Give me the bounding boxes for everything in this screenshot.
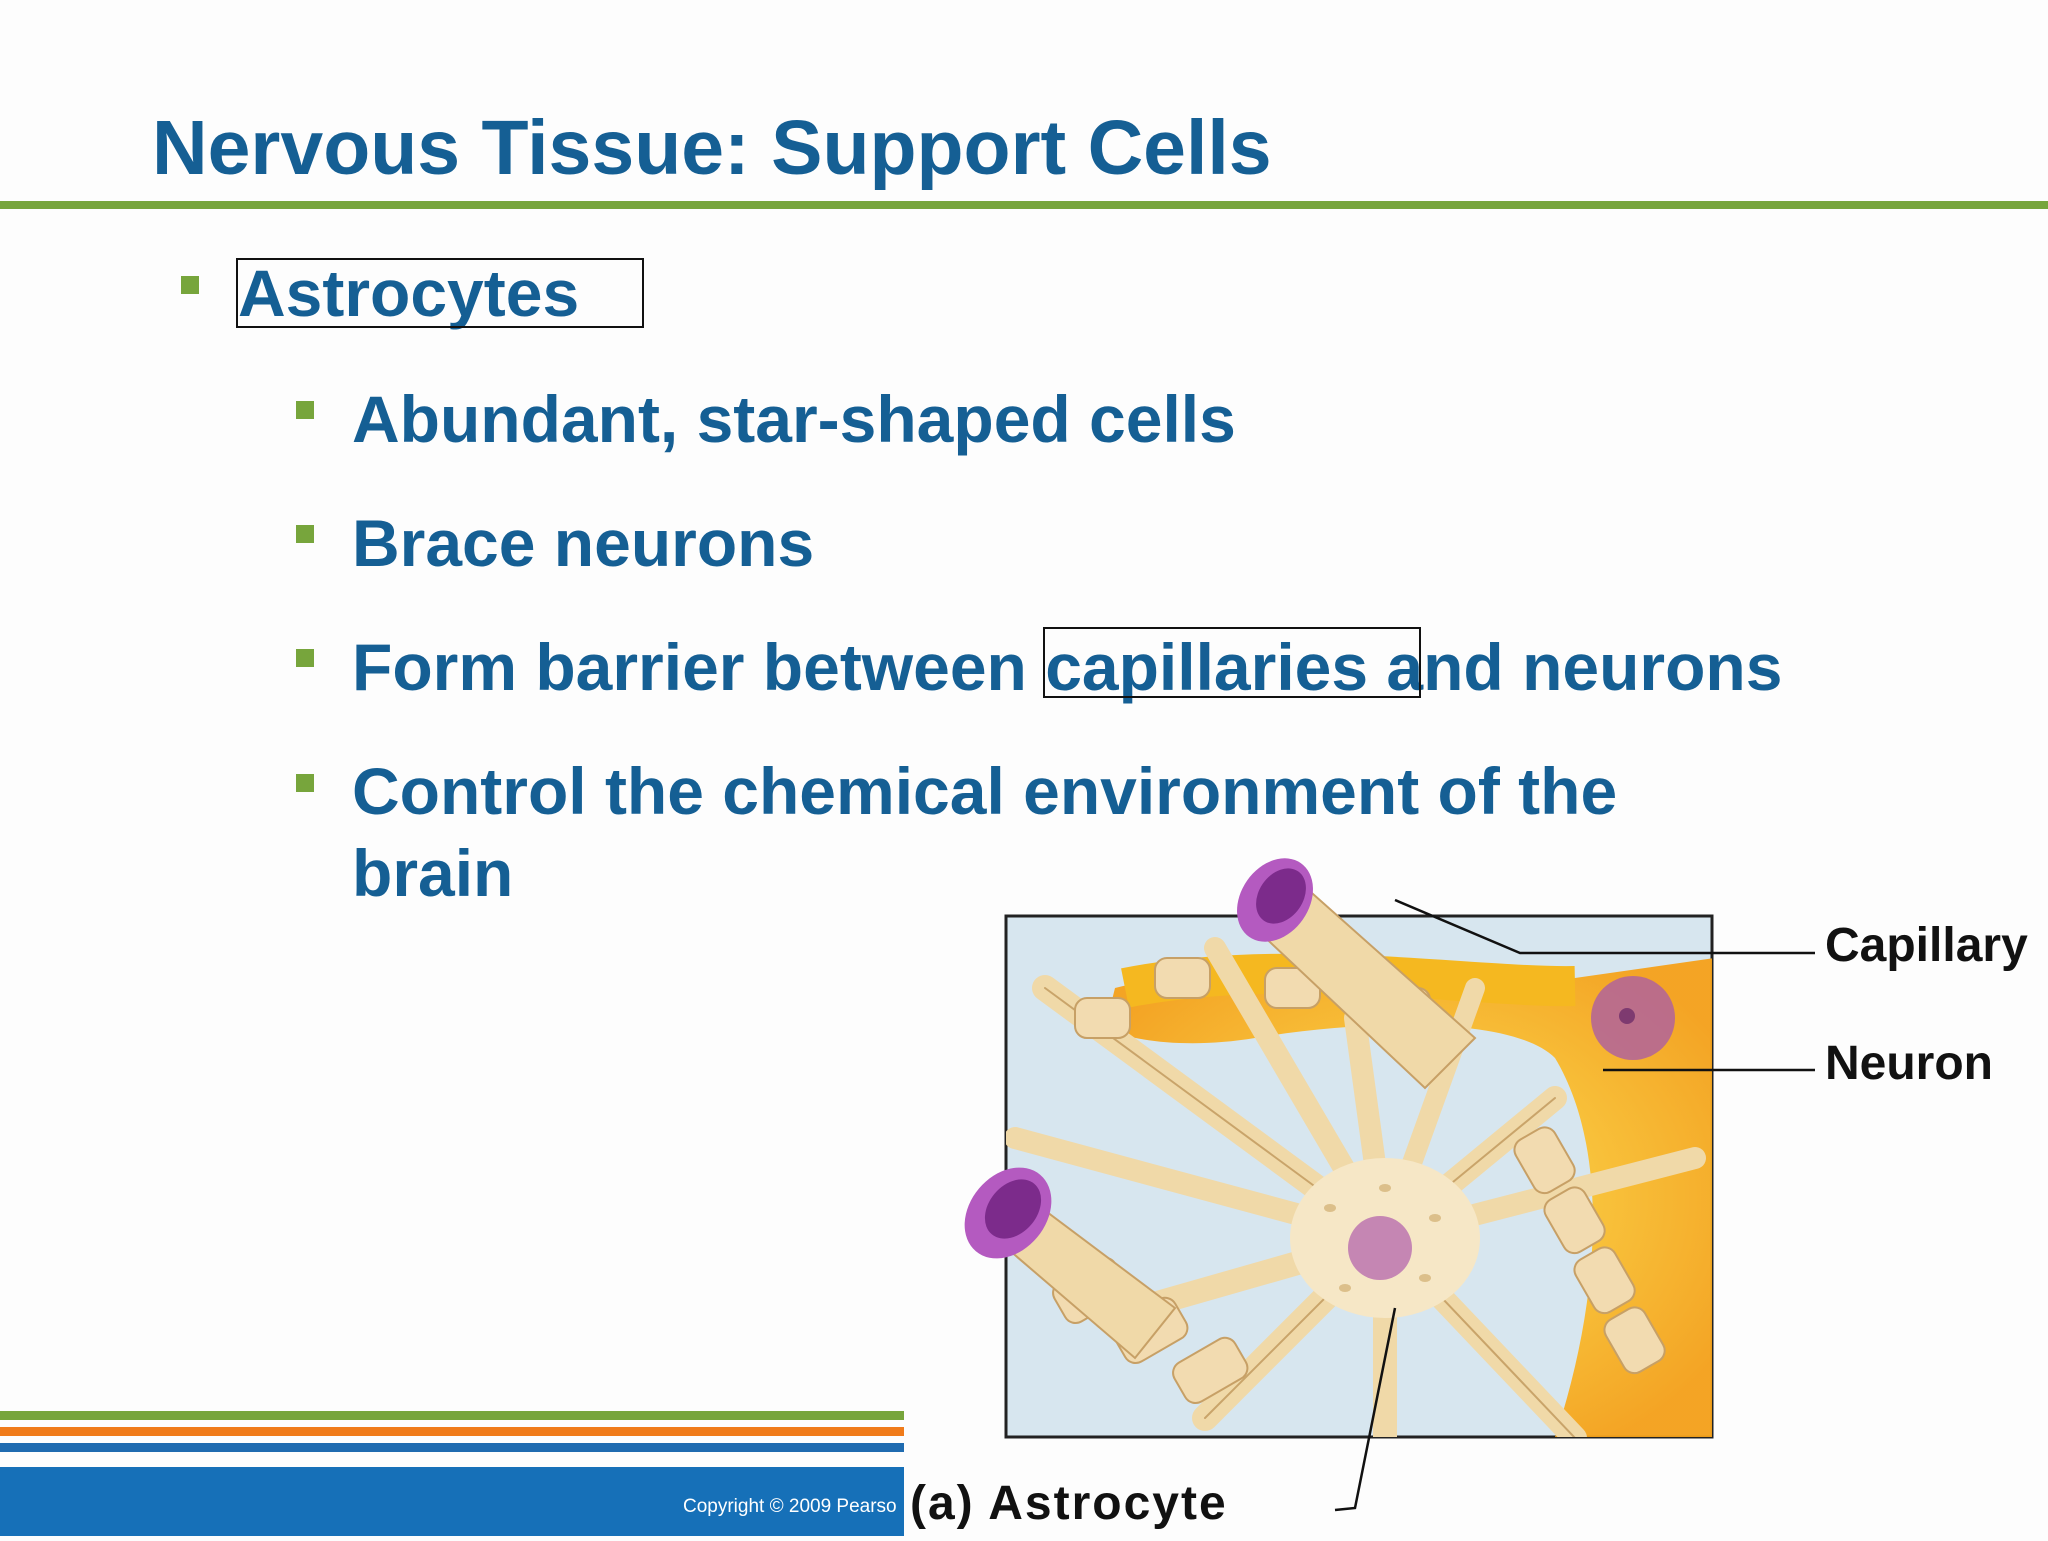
footer-stripe-orange bbox=[0, 1427, 904, 1436]
highlight-box-capillaries bbox=[1043, 627, 1421, 698]
bullet-chemical-environment: Control the chemical environment of the … bbox=[352, 754, 1618, 910]
slide-title: Nervous Tissue: Support Cells bbox=[152, 105, 1272, 191]
bullet-marker bbox=[296, 525, 314, 543]
bullet-marker bbox=[296, 774, 314, 792]
footer-stripe-green bbox=[0, 1411, 904, 1420]
highlight-box-astrocytes bbox=[236, 258, 644, 328]
title-divider bbox=[0, 201, 2048, 209]
bullet-astrocytes: Astrocytes bbox=[238, 256, 580, 330]
footer-stripe-blue bbox=[0, 1443, 904, 1452]
bullet-barrier: Form barrier between capillaries and neu… bbox=[352, 630, 1783, 704]
label-neuron: Neuron bbox=[1825, 1037, 1993, 1090]
bullet-brace-neurons: Brace neurons bbox=[352, 506, 815, 580]
bullet-marker bbox=[181, 276, 199, 294]
footer-bar bbox=[0, 1467, 904, 1536]
figure-caption: (a) Astrocyte bbox=[910, 1477, 1228, 1530]
astrocyte-nucleus bbox=[1348, 1216, 1412, 1280]
astrocyte-illustration: Capillary Neuron (a) Astrocyte bbox=[910, 838, 2048, 1536]
astrocyte-diagram bbox=[964, 858, 1815, 1512]
copyright-text: Copyright © 2009 Pearso bbox=[683, 1496, 897, 1517]
bullet-star-shaped: Abundant, star-shaped cells bbox=[352, 382, 1236, 456]
label-capillary: Capillary bbox=[1825, 919, 2028, 972]
bullet-marker bbox=[296, 649, 314, 667]
bullet-marker bbox=[296, 401, 314, 419]
